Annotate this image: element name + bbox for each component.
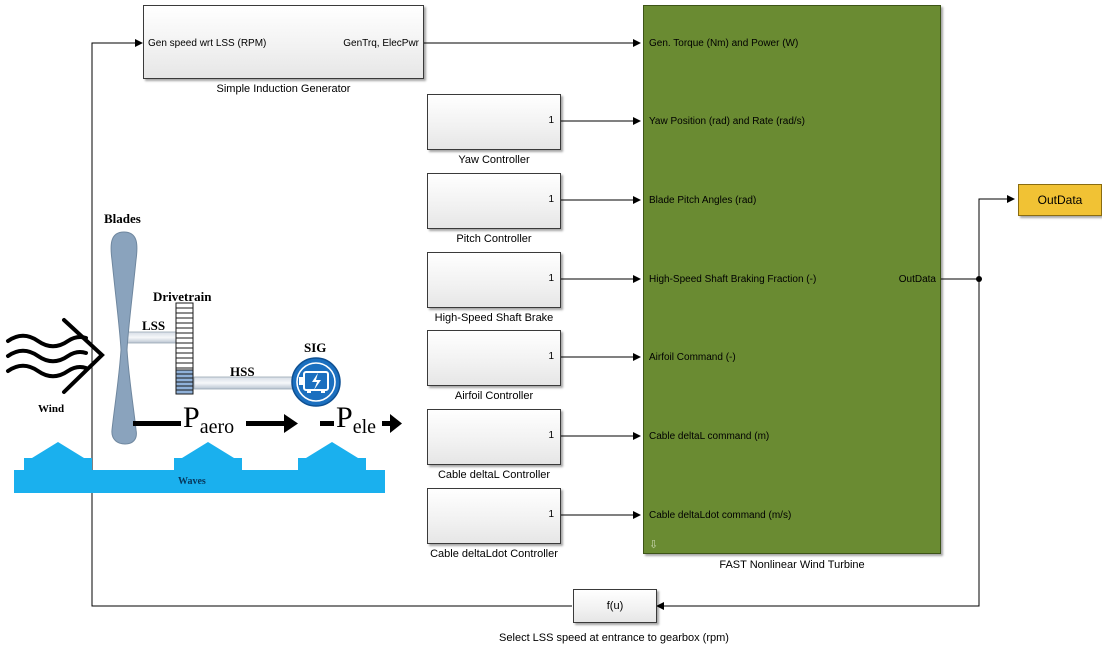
yaw-controller-block[interactable]: 1	[427, 94, 561, 150]
fast-wind-turbine-block[interactable]: Gen. Torque (Nm) and Power (W) Yaw Posit…	[643, 5, 941, 554]
airfoil-controller-block[interactable]: 1	[427, 330, 561, 386]
simple-induction-generator-block[interactable]: Gen speed wrt LSS (RPM) GenTrq, ElecPwr	[143, 5, 424, 79]
sig-label: SIG	[304, 340, 327, 355]
airfoil-controller-caption: Airfoil Controller	[454, 390, 534, 402]
generator-input-port-label: Gen speed wrt LSS (RPM)	[148, 38, 267, 49]
wind-label: Wind	[38, 403, 65, 415]
p-aero-label: Paero	[183, 401, 235, 439]
outdata-block[interactable]: OutData	[1018, 184, 1102, 216]
fast-input-cable-deltal: Cable deltaL command (m)	[649, 431, 770, 442]
pitch-controller-caption: Pitch Controller	[456, 233, 532, 245]
fast-input-pitch: Blade Pitch Angles (rad)	[649, 195, 757, 206]
pitch-controller-port: 1	[548, 194, 554, 205]
blade-shape	[110, 231, 138, 445]
airfoil-controller-port: 1	[548, 351, 554, 362]
fast-input-airfoil: Airfoil Command (-)	[649, 352, 736, 363]
wire-to-outdata	[978, 195, 1015, 279]
drivetrain-label: Drivetrain	[153, 289, 212, 304]
fast-caption: FAST Nonlinear Wind Turbine	[719, 559, 865, 571]
fcn-caption: Select LSS speed at entrance to gearbox …	[499, 632, 729, 644]
hss-brake-caption: High-Speed Shaft Brake	[434, 312, 554, 324]
fcn-label: f(u)	[606, 600, 624, 612]
yaw-controller-caption: Yaw Controller	[458, 154, 530, 166]
fast-input-brake: High-Speed Shaft Braking Fraction (-)	[649, 274, 817, 285]
cable-deltal-controller-block[interactable]: 1	[427, 409, 561, 465]
wire-to-fcn	[656, 279, 980, 610]
fast-input-gen-torque: Gen. Torque (Nm) and Power (W)	[649, 38, 799, 49]
fast-output-port-label: OutData	[898, 274, 936, 285]
p-ele-label: Pele	[336, 401, 376, 439]
cable-deltaldot-controller-caption: Cable deltaLdot Controller	[430, 548, 558, 560]
fast-input-cable-deltaldot: Cable deltaLdot command (m/s)	[649, 510, 792, 521]
hss-brake-block[interactable]: 1	[427, 252, 561, 308]
generator-icon	[291, 357, 341, 407]
pitch-controller-block[interactable]: 1	[427, 173, 561, 229]
hss-brake-port: 1	[548, 273, 554, 284]
wind-graphic	[6, 318, 105, 394]
hss-label: HSS	[230, 364, 255, 379]
fcn-block[interactable]: f(u)	[573, 589, 657, 623]
cable-deltal-controller-port: 1	[548, 430, 554, 441]
waves-label: Waves	[178, 476, 206, 487]
generator-caption: Simple Induction Generator	[216, 83, 351, 95]
yaw-controller-port: 1	[548, 115, 554, 126]
waves-graphic	[14, 442, 385, 493]
cable-deltaldot-controller-block[interactable]: 1	[427, 488, 561, 544]
fast-input-yaw: Yaw Position (rad) and Rate (rad/s)	[649, 116, 805, 127]
lss-label: LSS	[142, 318, 166, 333]
generator-output-port-label: GenTrq, ElecPwr	[343, 38, 419, 49]
cable-deltal-controller-caption: Cable deltaL Controller	[437, 469, 551, 481]
drivetrain-gear	[175, 302, 194, 395]
blades-label: Blades	[104, 211, 141, 226]
cable-deltaldot-controller-port: 1	[548, 509, 554, 520]
subsystem-arrow-icon[interactable]: ⇩	[649, 539, 659, 551]
power-flow-arrows	[133, 414, 402, 433]
wire-feedback	[91, 39, 572, 607]
